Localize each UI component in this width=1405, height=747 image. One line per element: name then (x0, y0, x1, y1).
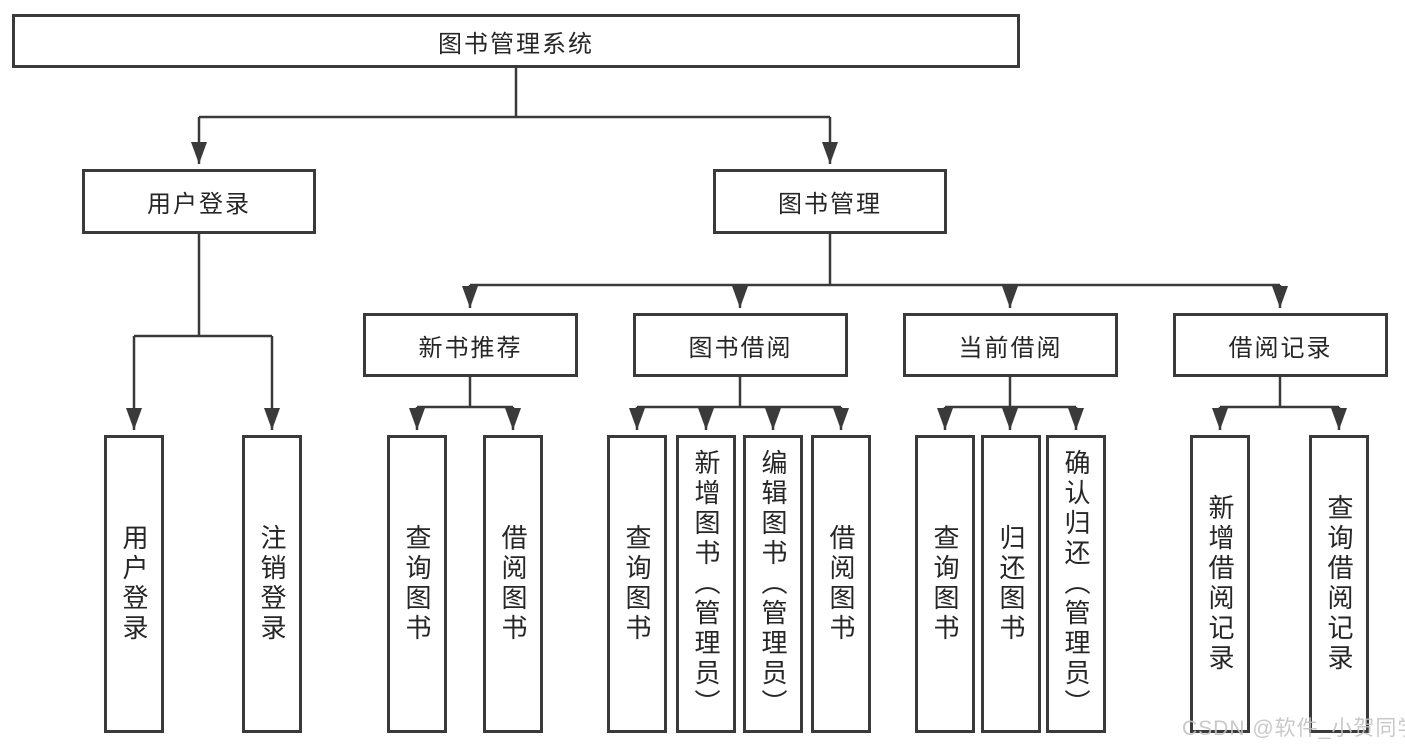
node-book-borrow-label: 图书借阅 (688, 334, 793, 362)
node-new-book-recommend-label: 新书推荐 (418, 334, 523, 362)
leaf-add-book-admin-label: 新增图书（管理员） (691, 449, 721, 719)
leaf-confirm-return-admin-label: 确认归还（管理员） (1061, 449, 1091, 719)
node-user-login: 用户登录 (82, 169, 316, 234)
leaf-borrow-books-1: 借阅图书 (483, 435, 543, 733)
node-borrow-records-label: 借阅记录 (1228, 334, 1333, 362)
leaf-user-login-label: 用户登录 (119, 524, 149, 644)
leaf-return-book: 归还图书 (981, 435, 1041, 733)
leaf-borrow-books-2: 借阅图书 (811, 435, 871, 733)
leaf-confirm-return-admin: 确认归还（管理员） (1046, 435, 1106, 733)
leaf-query-books-3: 查询图书 (915, 435, 975, 733)
leaf-add-borrow-record-label: 新增借阅记录 (1205, 494, 1235, 674)
leaf-logout-label: 注销登录 (257, 524, 287, 644)
node-book-borrow: 图书借阅 (633, 313, 848, 377)
leaf-return-book-label: 归还图书 (996, 524, 1026, 644)
node-current-borrow-label: 当前借阅 (958, 334, 1063, 362)
leaf-query-books-2: 查询图书 (607, 435, 667, 733)
leaf-user-login: 用户登录 (104, 435, 164, 733)
node-new-book-recommend: 新书推荐 (363, 313, 578, 377)
leaf-borrow-books-2-label: 借阅图书 (826, 524, 856, 644)
leaf-query-borrow-record: 查询借阅记录 (1309, 435, 1369, 733)
leaf-query-books-1: 查询图书 (387, 435, 447, 733)
node-borrow-records: 借阅记录 (1173, 313, 1388, 377)
node-root-label: 图书管理系统 (438, 30, 594, 58)
node-book-management: 图书管理 (713, 169, 947, 234)
node-root: 图书管理系统 (12, 14, 1020, 68)
leaf-query-books-1-label: 查询图书 (402, 524, 432, 644)
leaf-query-borrow-record-label: 查询借阅记录 (1324, 494, 1354, 674)
node-current-borrow: 当前借阅 (903, 313, 1118, 377)
leaf-logout: 注销登录 (242, 435, 302, 733)
leaf-edit-book-admin: 编辑图书（管理员） (743, 435, 803, 733)
leaf-query-books-2-label: 查询图书 (622, 524, 652, 644)
csdn-watermark: CSDN @软件_小贺同学 (1182, 717, 1405, 740)
leaf-query-books-3-label: 查询图书 (930, 524, 960, 644)
leaf-add-borrow-record: 新增借阅记录 (1190, 435, 1250, 733)
leaf-edit-book-admin-label: 编辑图书（管理员） (758, 449, 788, 719)
leaf-borrow-books-1-label: 借阅图书 (498, 524, 528, 644)
node-book-management-label: 图书管理 (778, 191, 882, 218)
leaf-add-book-admin: 新增图书（管理员） (676, 435, 736, 733)
node-user-login-label: 用户登录 (147, 191, 251, 218)
